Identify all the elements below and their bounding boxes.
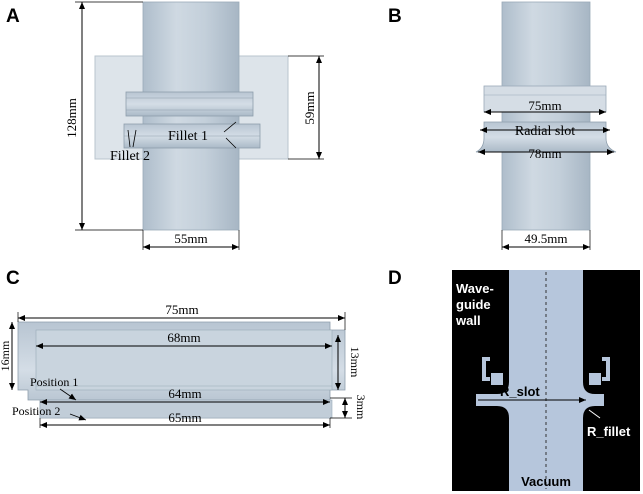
dim-75mm-b: 75mm xyxy=(528,98,561,113)
upper-ring xyxy=(125,91,254,117)
fillet-1-label: Fillet 1 xyxy=(168,129,208,144)
panel-b-letter: B xyxy=(388,6,402,27)
dim-3mm: 3mm xyxy=(354,395,368,420)
waveguide-tube-b xyxy=(501,1,591,231)
panel-a: A 128mm 59mm 55mm Fillet 1 Fillet 2 xyxy=(6,1,324,250)
dim-13mm: 13mm xyxy=(348,347,362,378)
vacuum-region xyxy=(476,270,604,491)
dim-64mm: 64mm xyxy=(168,386,201,401)
panel-c: C 75mm 68mm 64mm 65mm 16mm 13mm 3mm Po xyxy=(0,268,368,428)
panel-b: B 75mm Radial slot 78mm 49.5mm xyxy=(388,1,617,250)
dim-55mm: 55mm xyxy=(174,231,207,246)
wall-label-1: Wave- xyxy=(456,281,494,296)
r-fillet-label: R_fillet xyxy=(587,424,631,439)
dim-78mm: 78mm xyxy=(528,146,561,161)
panel-d: D Wave- guide wall R_slot R_fillet Vacuu… xyxy=(388,268,640,491)
wall-label-3: wall xyxy=(455,313,481,328)
r-slot-label: R_slot xyxy=(500,384,540,399)
dim-16mm: 16mm xyxy=(0,340,12,371)
dim-75mm-c: 75mm xyxy=(165,302,198,317)
panel-c-letter: C xyxy=(6,268,20,289)
position-2-label: Position 2 xyxy=(12,404,60,418)
radial-slot-label: Radial slot xyxy=(515,124,575,139)
vacuum-label: Vacuum xyxy=(521,474,571,489)
dim-68mm: 68mm xyxy=(167,330,200,345)
dim-49-5mm: 49.5mm xyxy=(525,231,568,246)
panel-d-letter: D xyxy=(388,268,402,289)
panel-a-letter: A xyxy=(6,6,20,27)
upper-band xyxy=(483,85,607,113)
dim-59mm: 59mm xyxy=(302,91,317,124)
wall-label-2: guide xyxy=(456,297,491,312)
position-1-label: Position 1 xyxy=(30,375,78,389)
dim-65mm: 65mm xyxy=(168,410,201,425)
dim-128mm: 128mm xyxy=(64,98,79,138)
fillet-2-label: Fillet 2 xyxy=(110,149,150,164)
